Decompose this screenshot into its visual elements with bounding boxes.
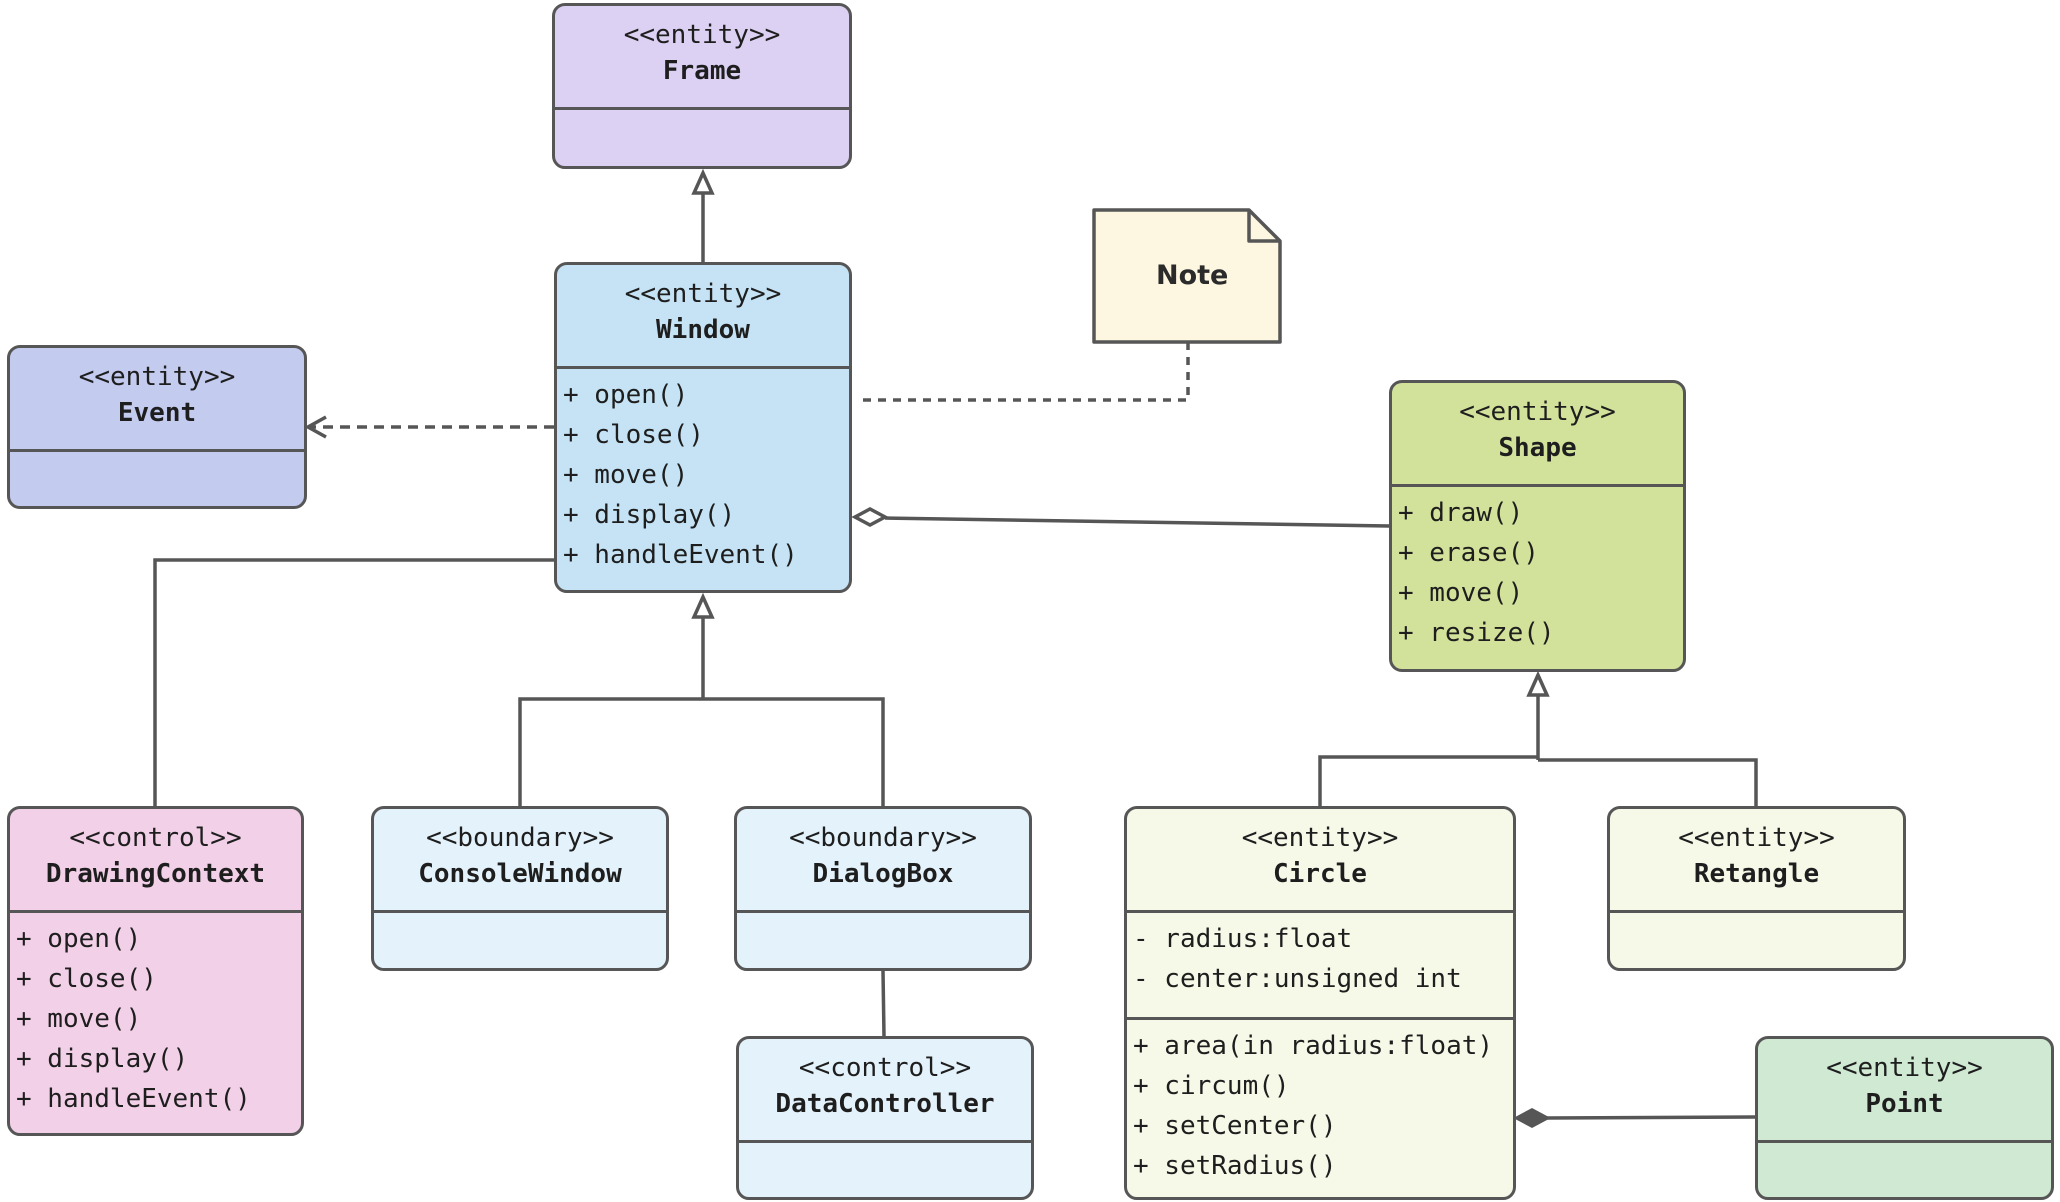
stereotype: <<entity>> (1678, 823, 1835, 853)
operation: + display() (563, 500, 736, 530)
operation: + resize() (1398, 618, 1555, 648)
attribute: - center:unsigned int (1133, 964, 1462, 994)
operation: + close() (563, 420, 704, 450)
class-header: <<entity>> Retangle (1610, 809, 1903, 913)
stereotype: <<boundary>> (426, 823, 614, 853)
edge-note-window (856, 342, 1190, 402)
composition-diamond (1513, 1108, 1551, 1128)
operation: + open() (563, 380, 689, 410)
class-drawingcontext[interactable]: <<control>> DrawingContext + open() + cl… (7, 806, 304, 1136)
stereotype: <<boundary>> (789, 823, 977, 853)
operation: + setCenter() (1133, 1111, 1337, 1141)
stereotype: <<entity>> (1241, 823, 1399, 853)
operations-compartment (1758, 1143, 2051, 1149)
edge-point-circle (1546, 1115, 1756, 1120)
operation: + close() (16, 964, 157, 994)
class-header: <<boundary>> DialogBox (737, 809, 1029, 913)
operations-compartment: + area(in radius:float) + circum() + set… (1127, 1017, 1513, 1186)
class-datacontroller[interactable]: <<control>> DataController (736, 1036, 1034, 1200)
class-header: <<control>> DrawingContext (10, 809, 301, 913)
operation: + handleEvent() (563, 540, 798, 570)
operation: + display() (16, 1044, 189, 1074)
edge-consolewindow-window (518, 697, 885, 806)
class-frame[interactable]: <<entity>> Frame (552, 3, 852, 169)
class-name: ConsoleWindow (418, 859, 622, 889)
operation: + draw() (1398, 498, 1524, 528)
dependency-arrowhead (304, 415, 327, 439)
class-header: <<entity>> Window (557, 265, 849, 369)
class-dialogbox[interactable]: <<boundary>> DialogBox (734, 806, 1032, 971)
note-fold (1247, 210, 1280, 243)
aggregation-diamond (851, 507, 889, 527)
stereotype: <<entity>> (1459, 397, 1616, 427)
operations-compartment: + draw() + erase() + move() + resize() (1392, 487, 1683, 653)
stereotype: <<control>> (69, 823, 242, 853)
operations-compartment (1610, 913, 1903, 919)
class-header: <<control>> DataController (739, 1039, 1031, 1143)
class-name: Shape (1498, 433, 1577, 463)
edge-retangle-shape (1538, 758, 1758, 806)
operations-compartment: + open() + close() + move() + display() … (557, 369, 849, 575)
edge-window-drawingcontext (153, 558, 554, 806)
stereotype: <<entity>> (1826, 1053, 1983, 1083)
stereotype: <<entity>> (78, 362, 236, 392)
class-shape[interactable]: <<entity>> Shape + draw() + erase() + mo… (1389, 380, 1686, 672)
class-name: Point (1865, 1089, 1944, 1119)
operation: + move() (563, 460, 689, 490)
operation: + erase() (1398, 538, 1539, 568)
operation: + area(in radius:float) (1133, 1031, 1494, 1061)
class-name: Event (117, 398, 197, 428)
operations-compartment (737, 913, 1029, 919)
operation: + open() (16, 924, 142, 954)
operation: + handleEvent() (16, 1084, 251, 1114)
attributes-compartment: - radius:float - center:unsigned int (1127, 913, 1513, 1017)
class-name: Frame (662, 56, 742, 86)
operation: + move() (16, 1004, 142, 1034)
operations-compartment (10, 452, 304, 458)
class-header: <<entity>> Circle (1127, 809, 1513, 913)
inheritance-arrowhead (691, 168, 715, 195)
class-header: <<entity>> Frame (555, 6, 849, 110)
class-header: <<entity>> Shape (1392, 383, 1683, 487)
class-name: DialogBox (812, 859, 954, 889)
class-consolewindow[interactable]: <<boundary>> ConsoleWindow (371, 806, 669, 971)
class-header: <<boundary>> ConsoleWindow (374, 809, 666, 913)
operation: + setRadius() (1133, 1151, 1337, 1181)
stereotype: <<control>> (798, 1053, 972, 1083)
edge-dialogbox-datacontroller (881, 970, 886, 1037)
stereotype: <<entity>> (623, 20, 781, 50)
class-name: DrawingContext (45, 859, 266, 889)
operation: + circum() (1133, 1071, 1290, 1101)
class-event[interactable]: <<entity>> Event (7, 345, 307, 509)
operation: + move() (1398, 578, 1524, 608)
note-shape (1092, 208, 1282, 344)
class-window[interactable]: <<entity>> Window + open() + close() + m… (554, 262, 852, 593)
class-point[interactable]: <<entity>> Point (1755, 1036, 2054, 1200)
class-name: Retangle (1693, 859, 1820, 889)
class-name: DataController (775, 1089, 995, 1119)
class-name: Circle (1273, 859, 1367, 889)
class-header: <<entity>> Point (1758, 1039, 2051, 1143)
inheritance-arrowhead (1526, 670, 1550, 697)
class-header: <<entity>> Event (10, 348, 304, 452)
edge-window-shape (884, 516, 1390, 528)
operations-compartment: + open() + close() + move() + display() … (10, 913, 301, 1119)
class-circle[interactable]: <<entity>> Circle - radius:float - cente… (1124, 806, 1516, 1200)
class-retangle[interactable]: <<entity>> Retangle (1607, 806, 1906, 971)
attribute: - radius:float (1133, 924, 1353, 954)
inheritance-arrowhead (691, 592, 715, 619)
edge-circle-shape (1318, 755, 1538, 806)
operations-compartment (555, 110, 849, 116)
stereotype: <<entity>> (624, 279, 782, 309)
class-name: Window (656, 315, 750, 345)
note-text: Note (1156, 260, 1229, 291)
operations-compartment (374, 913, 666, 919)
operations-compartment (739, 1143, 1031, 1149)
